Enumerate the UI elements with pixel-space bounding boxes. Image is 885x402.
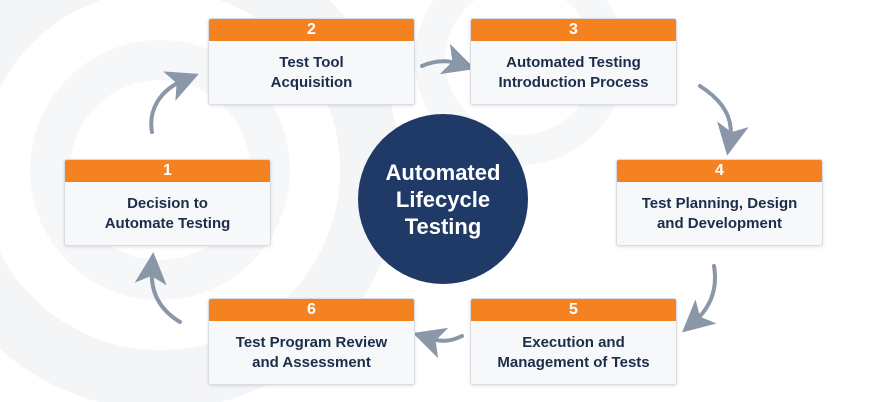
step-number: 3	[471, 19, 676, 41]
center-circle: Automated Lifecycle Testing	[358, 114, 528, 284]
step-number: 6	[209, 299, 414, 321]
step-card-5: 5 Execution and Management of Tests	[470, 298, 677, 385]
step-title: Test Planning, Design and Development	[641, 194, 798, 232]
step-card-3: 3 Automated Testing Introduction Process	[470, 18, 677, 105]
step-number: 1	[65, 160, 270, 182]
step-title: Automated Testing Introduction Process	[498, 53, 649, 91]
step-card-4: 4 Test Planning, Design and Development	[616, 159, 823, 246]
step-title: Test Tool Acquisition	[270, 53, 353, 91]
step-number: 4	[617, 160, 822, 182]
step-card-1: 1 Decision to Automate Testing	[64, 159, 271, 246]
step-card-2: 2 Test Tool Acquisition	[208, 18, 415, 105]
step-number: 2	[209, 19, 414, 41]
step-title: Decision to Automate Testing	[104, 194, 231, 232]
step-title: Execution and Management of Tests	[497, 333, 650, 371]
center-title: Automated Lifecycle Testing	[385, 159, 501, 239]
step-title: Test Program Review and Assessment	[235, 333, 388, 371]
step-card-6: 6 Test Program Review and Assessment	[208, 298, 415, 385]
step-number: 5	[471, 299, 676, 321]
